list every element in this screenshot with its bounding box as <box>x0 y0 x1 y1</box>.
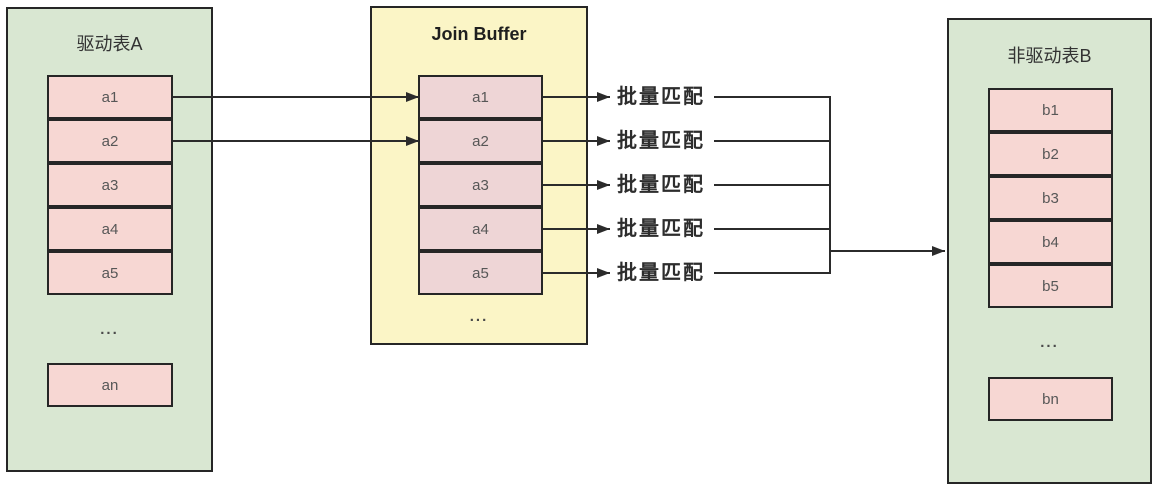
table-b-row: b1 <box>988 88 1113 132</box>
table-b-row: b3 <box>988 176 1113 220</box>
join-buffer-row: a3 <box>418 163 543 207</box>
batch-match-label: 批量匹配 <box>617 262 705 284</box>
batch-match-label: 批量匹配 <box>617 218 705 240</box>
driving-table-rows: a1 a2 a3 a4 a5 <box>47 75 173 295</box>
join-buffer-panel: Join Buffer a1 a2 a3 a4 a5 ... <box>370 6 588 345</box>
driving-table-title: 驱动表A <box>76 34 143 54</box>
join-buffer-row: a1 <box>418 75 543 119</box>
non-driving-table-title: 非驱动表B <box>1007 46 1092 66</box>
non-driving-table-rows: b1 b2 b3 b4 b5 <box>988 88 1113 308</box>
batch-match-label: 批量匹配 <box>617 174 705 196</box>
table-a-row: a1 <box>47 75 173 119</box>
driving-table-panel: 驱动表A a1 a2 a3 a4 a5 ... an <box>6 7 213 472</box>
batch-match-label: 批量匹配 <box>617 86 705 108</box>
join-buffer-row: a4 <box>418 207 543 251</box>
table-a-row: a5 <box>47 251 173 295</box>
table-a-row: a3 <box>47 163 173 207</box>
join-buffer-row: a2 <box>418 119 543 163</box>
batch-match-label: 批量匹配 <box>617 130 705 152</box>
non-driving-table-panel: 非驱动表B b1 b2 b3 b4 b5 ... bn <box>947 18 1152 484</box>
table-a-row: a2 <box>47 119 173 163</box>
table-b-ellipsis: ... <box>1040 334 1059 351</box>
table-a-row: a4 <box>47 207 173 251</box>
join-buffer-title: Join Buffer <box>431 24 527 44</box>
table-b-last-row: bn <box>988 377 1113 421</box>
table-a-last-row: an <box>47 363 173 407</box>
table-b-row: b5 <box>988 264 1113 308</box>
join-buffer-row: a5 <box>418 251 543 295</box>
join-buffer-ellipsis: ... <box>469 308 489 325</box>
join-buffer-rows: a1 a2 a3 a4 a5 <box>418 75 543 295</box>
table-b-row: b4 <box>988 220 1113 264</box>
table-a-ellipsis: ... <box>100 321 119 338</box>
table-b-row: b2 <box>988 132 1113 176</box>
